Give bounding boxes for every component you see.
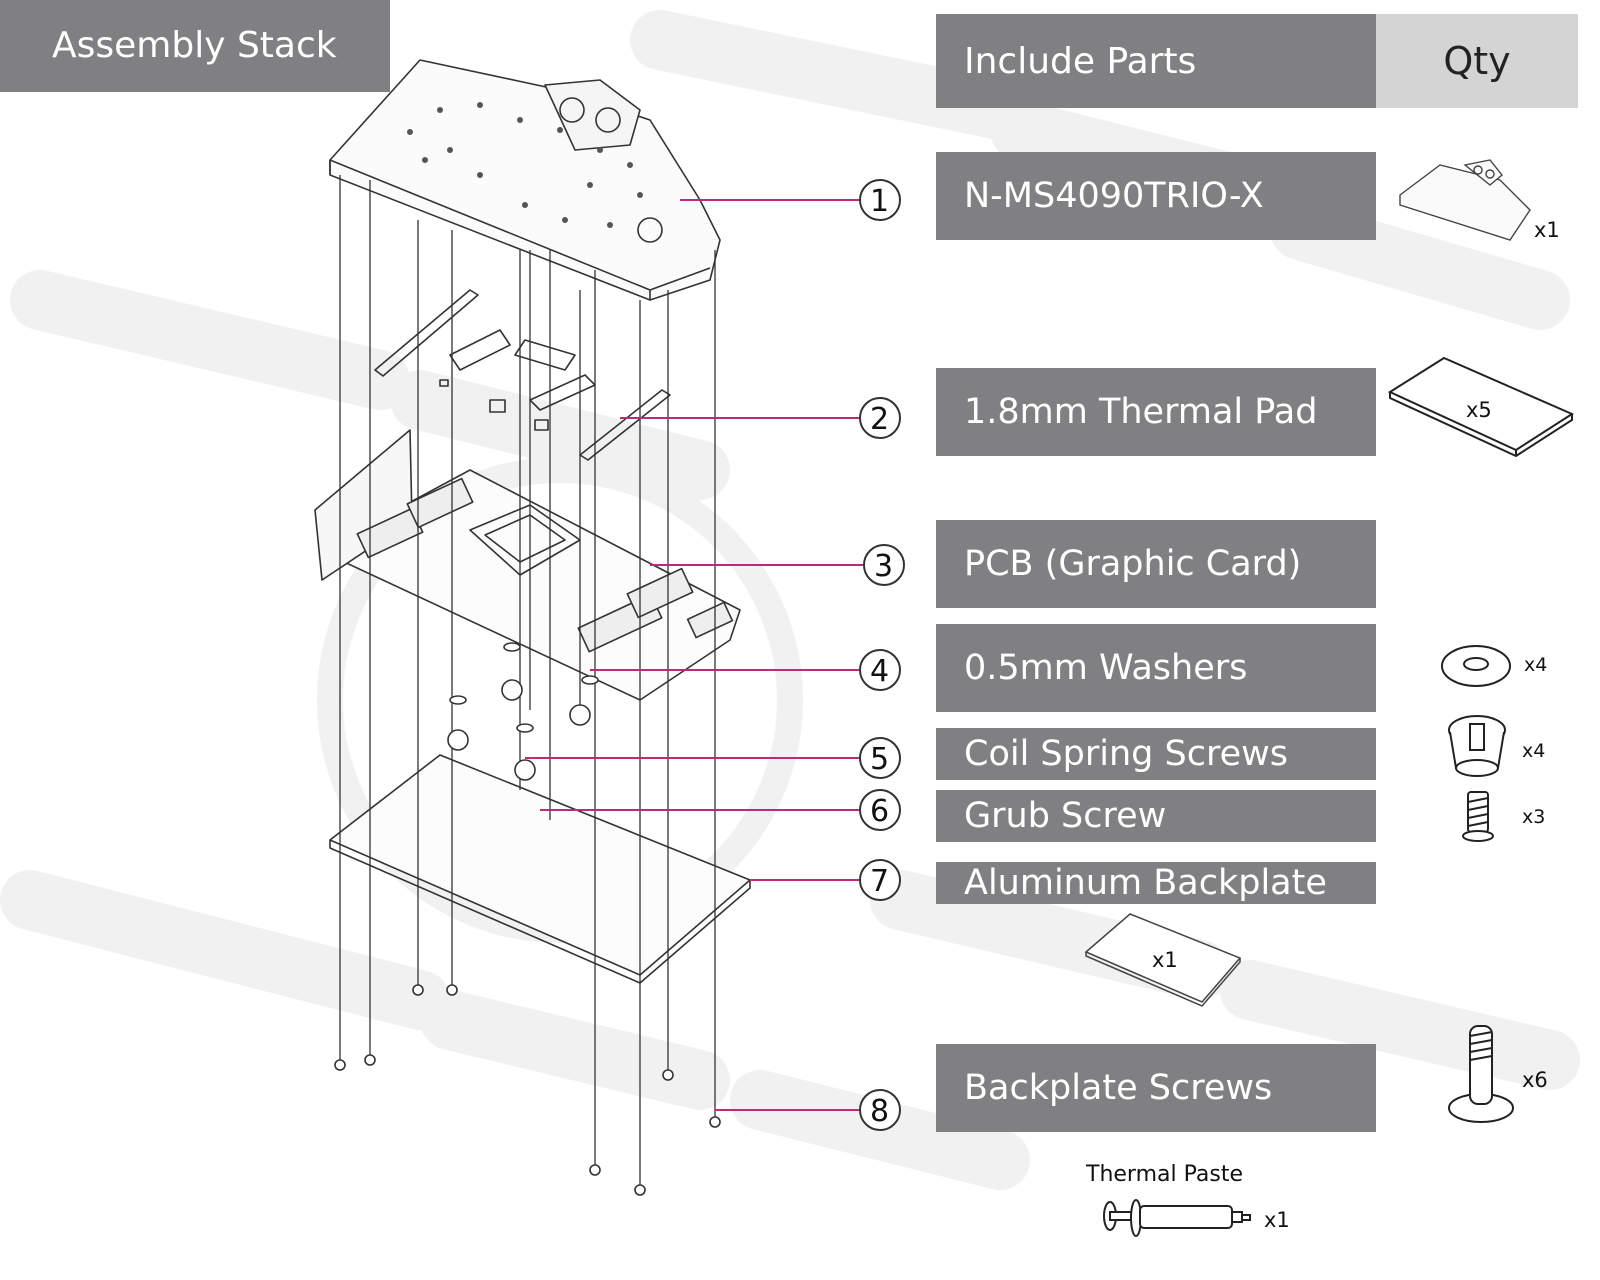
washer-icon: [1441, 645, 1511, 687]
part-backplate: Aluminum Backplate: [936, 862, 1376, 904]
qty-thermal-pad: x5: [1466, 398, 1492, 422]
callout-6: 6: [870, 794, 890, 829]
part-pcb: PCB (Graphic Card): [936, 520, 1376, 608]
part-grub-screw: Grub Screw: [936, 790, 1376, 842]
backplate-thumbnail: [1084, 913, 1242, 1007]
grub-screw-icon: [1462, 791, 1494, 842]
include-parts-header: Include Parts: [936, 14, 1376, 108]
assembly-stack-title: Assembly Stack: [0, 0, 390, 92]
part-washers: 0.5mm Washers: [936, 624, 1376, 712]
part-coil-spring-screws: Coil Spring Screws: [936, 728, 1376, 780]
qty-water-block: x1: [1534, 218, 1560, 242]
thermal-pads-drawing: [374, 289, 671, 461]
thermal-paste-label: Thermal Paste: [1086, 1162, 1243, 1187]
callout-2: 2: [870, 402, 890, 437]
qty-backplate-screws: x6: [1522, 1068, 1548, 1092]
water-block-drawing: [329, 59, 721, 301]
qty-washers: x4: [1524, 654, 1548, 676]
water-block-thumbnail: [1399, 159, 1531, 241]
backplate-screw-icon: [1448, 1025, 1514, 1123]
part-water-block: N-MS4090TRIO-X: [936, 152, 1376, 240]
backplate-drawing: [329, 754, 751, 984]
qty-backplate: x1: [1152, 948, 1178, 972]
callout-8: 8: [870, 1094, 890, 1129]
callout-4: 4: [870, 654, 890, 689]
callout-7: 7: [870, 864, 890, 899]
callout-1: 1: [870, 184, 890, 219]
qty-thermal-paste: x1: [1264, 1208, 1290, 1232]
coil-spring-screw-icon: [1448, 715, 1506, 777]
qty-grub-screw: x3: [1522, 806, 1546, 828]
qty-header: Qty: [1376, 14, 1578, 108]
callout-5: 5: [870, 742, 890, 777]
part-backplate-screws: Backplate Screws: [936, 1044, 1376, 1132]
part-thermal-pad: 1.8mm Thermal Pad: [936, 368, 1376, 456]
thermal-pad-thumbnail: [1387, 356, 1575, 458]
thermal-paste-syringe-icon: [1103, 1199, 1251, 1237]
qty-coil-spring-screws: x4: [1522, 740, 1546, 762]
callout-3: 3: [874, 549, 894, 584]
